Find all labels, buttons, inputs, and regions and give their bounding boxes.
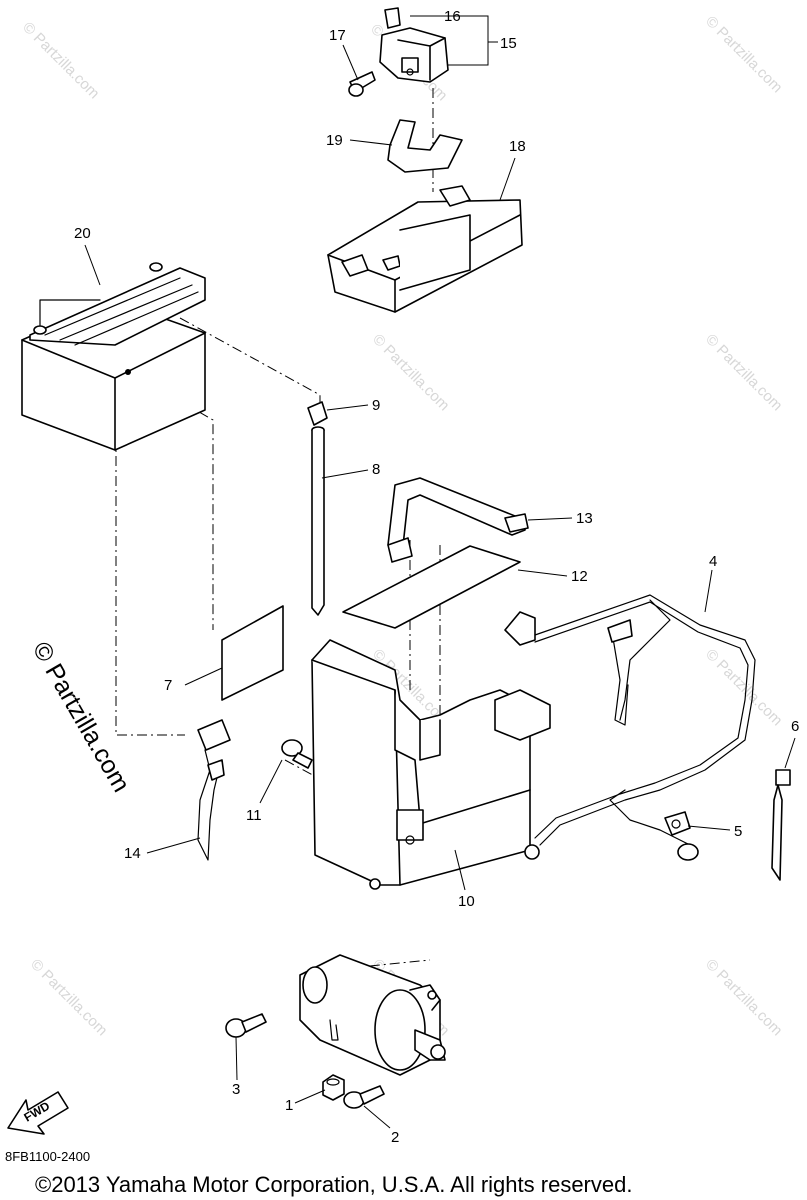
callout-5: 5: [734, 823, 742, 840]
callout-12: 12: [571, 568, 588, 585]
battery-box: [311, 639, 551, 890]
sheet: [342, 545, 521, 629]
watermark: © Partzilla.com: [702, 331, 785, 414]
watermark: © Partzilla.com: [27, 956, 110, 1039]
relay-assembly: [379, 7, 449, 83]
wire-lead: [197, 719, 231, 861]
callouts: 1 2 3 4 5 6 7 8 9 10 11 12 13 14 15 16 1…: [74, 8, 799, 1146]
watermark: © Partzilla.com: [702, 13, 785, 96]
bracket: [387, 119, 463, 173]
relay-cover: [327, 185, 523, 313]
watermark: © Partzilla.com: [19, 19, 102, 102]
bolt-3: [225, 1013, 267, 1038]
bolt-17: [348, 71, 376, 97]
callout-19: 19: [326, 132, 343, 149]
watermark: © Partzilla.com: [702, 956, 785, 1039]
wire-harness: [504, 594, 756, 861]
copyright-notice: ©2013 Yamaha Motor Corporation, U.S.A. A…: [35, 1172, 632, 1197]
callout-7: 7: [164, 677, 172, 694]
cable-tie: [771, 769, 791, 881]
fwd-arrow-icon: FWD: [7, 1091, 69, 1135]
callout-10: 10: [458, 893, 475, 910]
callout-3: 3: [232, 1081, 240, 1098]
bolt-11: [281, 739, 313, 769]
leader-lines: [84, 15, 796, 1129]
battery-band: [387, 477, 529, 563]
bolt-2: [343, 1085, 385, 1109]
callout-17: 17: [329, 27, 346, 44]
callout-16: 16: [444, 8, 461, 25]
starter-motor: [299, 954, 446, 1076]
pad: [221, 605, 284, 701]
callout-9: 9: [372, 397, 380, 414]
battery: [21, 262, 206, 451]
hose-clip: [307, 401, 328, 616]
callout-14: 14: [124, 845, 141, 862]
nut: [322, 1074, 345, 1101]
clamp: [664, 811, 691, 836]
callout-4: 4: [709, 553, 717, 570]
side-watermark: © Partzilla.com: [27, 637, 135, 797]
callout-1: 1: [285, 1097, 293, 1114]
callout-11: 11: [246, 807, 262, 824]
diagram-code: 8FB1100-2400: [5, 1149, 90, 1164]
callout-2: 2: [391, 1129, 399, 1146]
callout-18: 18: [509, 138, 526, 155]
callout-13: 13: [576, 510, 593, 527]
watermark: © Partzilla.com: [369, 331, 452, 414]
callout-15: 15: [500, 35, 517, 52]
callout-20: 20: [74, 225, 91, 242]
callout-6: 6: [791, 718, 799, 735]
callout-8: 8: [372, 461, 380, 478]
watermark: © Partzilla.com: [702, 646, 785, 729]
